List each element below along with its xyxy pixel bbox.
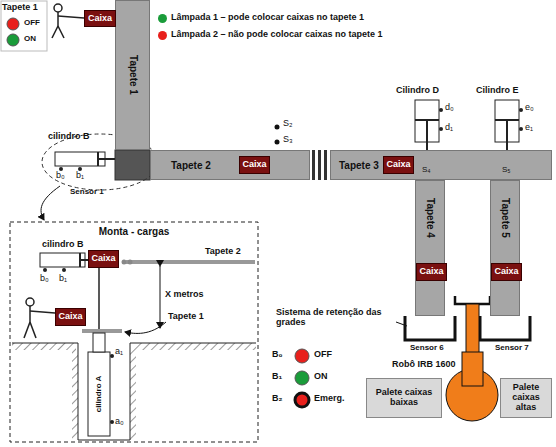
lamp-state: OFF [24, 19, 40, 28]
pallet-box: Palete caixas altas [500, 378, 552, 418]
legend-text: Lâmpada 2 – não pode colocar caixas no t… [171, 30, 383, 40]
conveyor-band: Tapete 3 Caixa [330, 150, 552, 180]
position-sensor: b₀ [56, 171, 65, 181]
box-item: Caixa [55, 308, 86, 326]
box-item: Caixa [84, 10, 116, 27]
position-sensor: e₁ [525, 123, 533, 133]
position-sensor: a₀ [115, 417, 124, 427]
node-label: Tapete 5 [500, 198, 511, 238]
conveyor-band: Tapete 2 Caixa [150, 150, 310, 180]
position-sensor: b₁ [76, 171, 84, 181]
sensor-name: Sensor 7 [495, 344, 529, 353]
position-sensor: b₀ [40, 274, 49, 284]
node-label: Caixa [494, 267, 518, 277]
legend-text: Lâmpada 1 – pode colocar caixas no tapet… [171, 13, 364, 23]
node-label: Tapete 1 [127, 55, 138, 95]
node-label: Caixa [91, 254, 115, 264]
part-name: Cilindro E [476, 86, 519, 96]
node-label: Caixa [58, 312, 82, 322]
position-sensor: b₁ [59, 274, 67, 284]
box-item: Caixa [88, 250, 119, 268]
node-label: Tapete 4 [425, 198, 436, 238]
sensor-name: S₃ [283, 135, 293, 145]
inset-title: Monta - cargas [99, 226, 170, 237]
position-sensor: d₀ [445, 103, 454, 113]
sensor-name: Sensor 6 [410, 344, 444, 353]
legend-swatch [158, 14, 167, 23]
node-label: Caixa [88, 14, 112, 24]
lamp-state: ON [24, 35, 36, 44]
conveyor-band: Tapete 4 Caixa [415, 180, 445, 316]
node-label: Palete caixas altas [503, 383, 549, 413]
part-name: Tapete 1 [168, 312, 204, 322]
box-item: Caixa [383, 156, 414, 174]
node-label: Caixa [419, 267, 443, 277]
sensor-name: S₅ [502, 166, 511, 175]
sensor-name: Sensor 1 [70, 188, 104, 197]
part-name: Robô IRB 1600 [392, 360, 456, 370]
node-label: Palete caixas baixas [369, 388, 439, 408]
callout-text: Sistema de retenção das grades [276, 308, 394, 328]
button-state: ON [314, 372, 328, 382]
part-name: cilindro B [42, 240, 84, 250]
part-name: cilindro A [95, 376, 104, 413]
box-item: Caixa [416, 263, 447, 281]
box-item: Caixa [491, 263, 522, 281]
pallet-box: Palete caixas baixas [366, 378, 442, 418]
button-name: B₁ [272, 372, 282, 382]
position-sensor: e₀ [525, 103, 534, 113]
dimension: X metros [165, 290, 204, 300]
node-label: Caixa [242, 160, 266, 170]
node-label: Tapete 3 [339, 160, 379, 171]
sensor-name: S₄ [422, 166, 431, 175]
node-label: Tapete 2 [171, 160, 211, 171]
sensor-name: S₂ [283, 119, 293, 129]
part-name: cilindro B [48, 132, 90, 142]
position-sensor: a₁ [115, 347, 123, 357]
conveyor-band: Tapete 1 [115, 0, 150, 150]
part-name: Tapete 2 [205, 247, 241, 257]
box-item: Caixa [239, 156, 270, 174]
legend-swatch [158, 31, 167, 40]
button-state: Emerg. [314, 394, 345, 404]
position-sensor: d₁ [445, 123, 453, 133]
node-label: Caixa [386, 160, 410, 170]
panel-title: Tapete 1 [2, 3, 38, 13]
button-name: B₀ [272, 350, 283, 360]
part-name: Cilindro D [396, 86, 439, 96]
button-name: B₂ [272, 394, 283, 404]
button-state: OFF [314, 350, 332, 360]
conveyor-band: Tapete 5 Caixa [490, 180, 520, 316]
